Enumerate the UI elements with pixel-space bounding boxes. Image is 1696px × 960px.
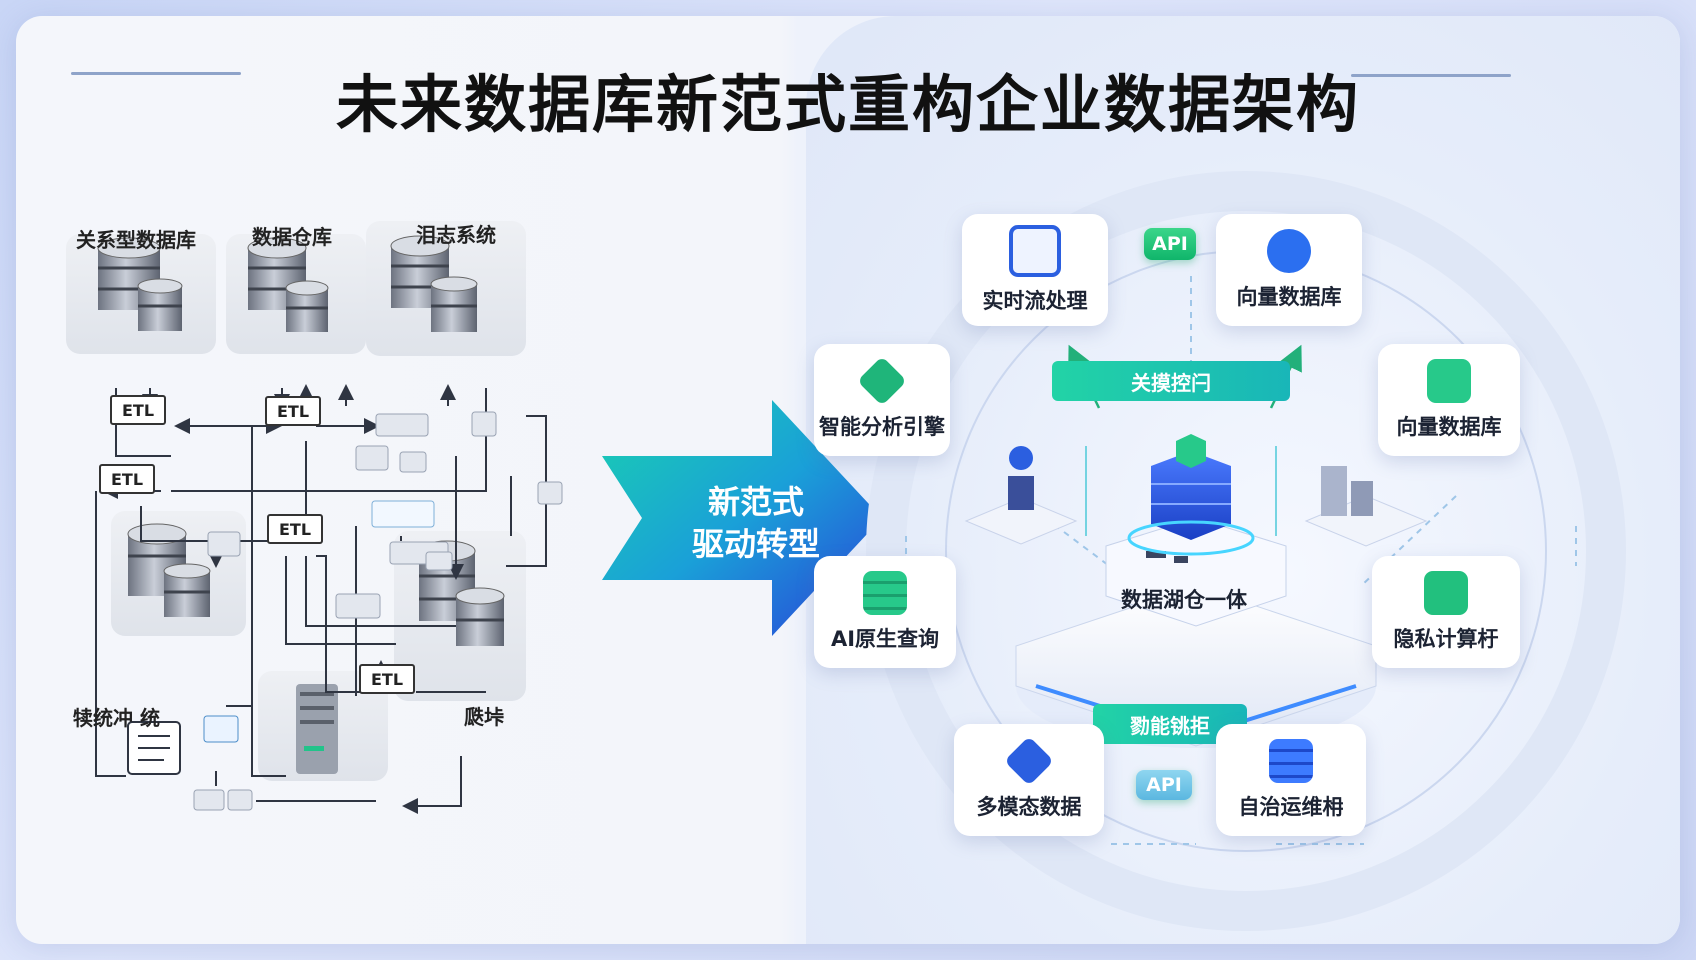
source-label-warehouse: 数据仓库 [252,225,332,249]
node-autonomous-ops[interactable]: 自治运维枏 [1216,724,1366,836]
node-multimodal-label: 多模态数据 [976,795,1082,819]
database-icon-log-system [390,235,478,332]
node-privacy[interactable]: 隐私计算杅 [1372,556,1520,668]
title-deco-left [71,72,241,75]
page-title: 未来数据库新范式重构企业数据架构 [335,68,1360,141]
multimodal-icon [1004,736,1054,786]
infographic-card: 未来数据库新范式重构企业数据架构 [16,16,1680,944]
top-control-bar: 关摸控闩 [1052,361,1290,401]
node-realtime-label: 实时流处理 [982,289,1088,313]
mini-tiles [193,411,563,811]
legacy-bottom-right-label: 瓞垰 [464,705,504,729]
api-badge-bottom: API [1136,770,1192,800]
etl-box: ETL [359,664,415,694]
document-icon [1009,225,1061,277]
transform-arrow-text: 新范式 驱动转型 [656,481,856,565]
legacy-bottom-left-label: 犊统冲 统 [73,706,160,730]
etl-box: ETL [99,464,155,494]
database-icon-warehouse [247,237,329,332]
node-ai-query-label: AI原生查询 [830,627,940,651]
source-label-log-system: 泪志系统 [416,223,496,247]
node-vector-db-top[interactable]: 向量数据库 [1216,214,1362,326]
node-ai-query[interactable]: AI原生查询 [814,556,956,668]
privacy-icon [1424,571,1468,615]
cubes-icon [1267,229,1311,273]
title-deco-right [1351,74,1511,77]
analytics-cube-icon [857,356,907,406]
mini-server-right [1304,466,1428,547]
center-platform-label: 数据湖仓一体 [1121,588,1247,612]
api-badge-top: API [1144,228,1196,260]
node-autonomous-label: 自治运维枏 [1238,795,1344,819]
outer-ring [866,171,1626,931]
transform-line-2: 驱动转型 [691,525,820,563]
node-vector-db-right[interactable]: 向量数据库 [1378,344,1520,456]
etl-box: ETL [265,396,321,426]
node-vector-right-label: 向量数据库 [1396,415,1502,439]
node-multimodal[interactable]: 多模态数据 [954,724,1104,836]
mini-server-left [964,446,1078,545]
etl-box: ETL [267,514,323,544]
search-doc-icon [1427,359,1471,403]
node-realtime-stream[interactable]: 实时流处理 [962,214,1108,326]
source-label-relational: 关系型数据库 [76,228,196,252]
node-smart-engine[interactable]: 智能分析引擎 [814,344,950,456]
node-privacy-label: 隐私计算杅 [1393,627,1499,651]
document-icon [127,721,181,775]
database-icon-relational [97,237,183,331]
layers-icon [863,571,907,615]
stack-icon [1269,739,1313,783]
server-icon [296,684,338,774]
etl-box: ETL [110,395,166,425]
database-icon-mid [127,523,211,617]
node-smart-engine-label: 智能分析引擎 [819,415,945,439]
legacy-architecture-diagram [66,221,563,814]
transform-line-1: 新范式 [707,483,804,521]
node-vector-top-label: 向量数据库 [1236,285,1342,309]
transform-arrow [602,400,882,636]
